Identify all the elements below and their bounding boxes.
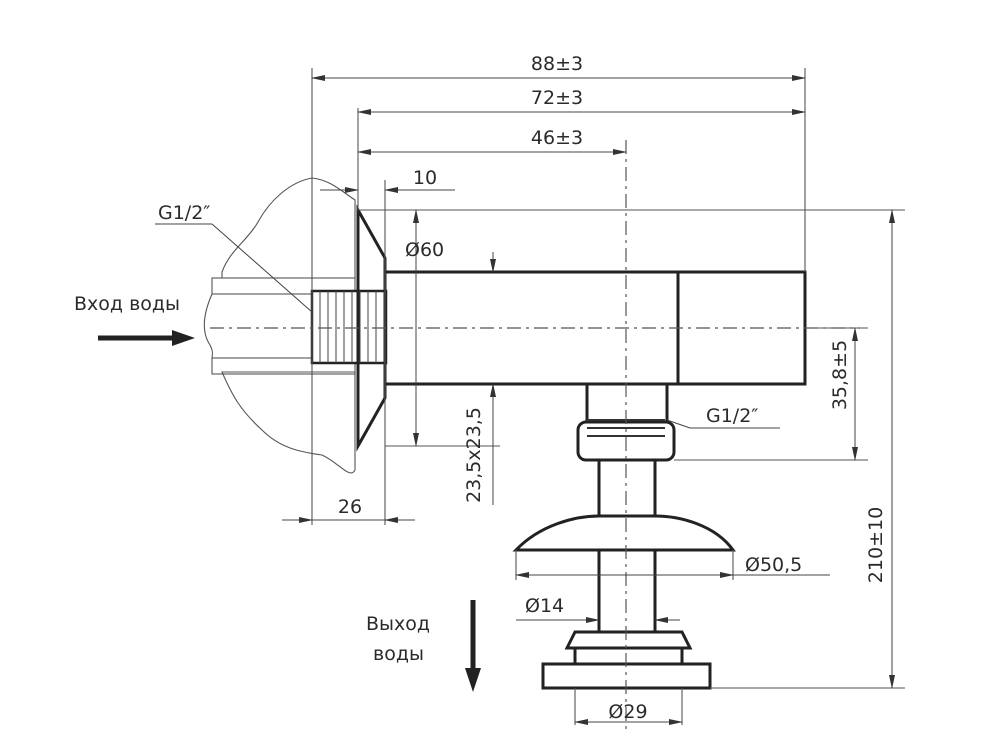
dim-label-wall-depth: 26 <box>338 496 362 518</box>
dim-label-length-from-flange: 72±3 <box>531 87 583 109</box>
dim-label-cap-diameter: Ø50,5 <box>745 554 802 576</box>
dim-label-outlet-offset: 35,8±5 <box>829 340 851 410</box>
inlet-thread <box>310 289 388 365</box>
outlet-label-line1: Выход <box>366 613 430 635</box>
dim-label-base-diameter: Ø29 <box>608 701 647 723</box>
dim-label-axis-offset: 46±3 <box>531 127 583 149</box>
dim-label-flange-depth: 10 <box>413 167 437 189</box>
outlet-arrow-icon <box>465 600 481 692</box>
inlet-thread-label: G1/2″ <box>158 202 210 224</box>
wall-section <box>203 177 356 474</box>
dim-label-body-section: 23,5x23,5 <box>463 407 485 503</box>
outlet-label-line2: воды <box>373 643 424 665</box>
outlet-branch <box>512 382 736 690</box>
outlet-thread-label: G1/2″ <box>706 405 758 427</box>
inlet-label: Вход воды <box>74 293 180 315</box>
dim-label-flange-diameter: Ø60 <box>405 239 444 261</box>
dim-label-overall-height: 210±10 <box>865 507 887 583</box>
dim-label-stem-diameter: Ø14 <box>525 595 564 617</box>
inlet-arrow-icon <box>98 330 195 346</box>
dim-label-overall-length: 88±3 <box>531 53 583 75</box>
